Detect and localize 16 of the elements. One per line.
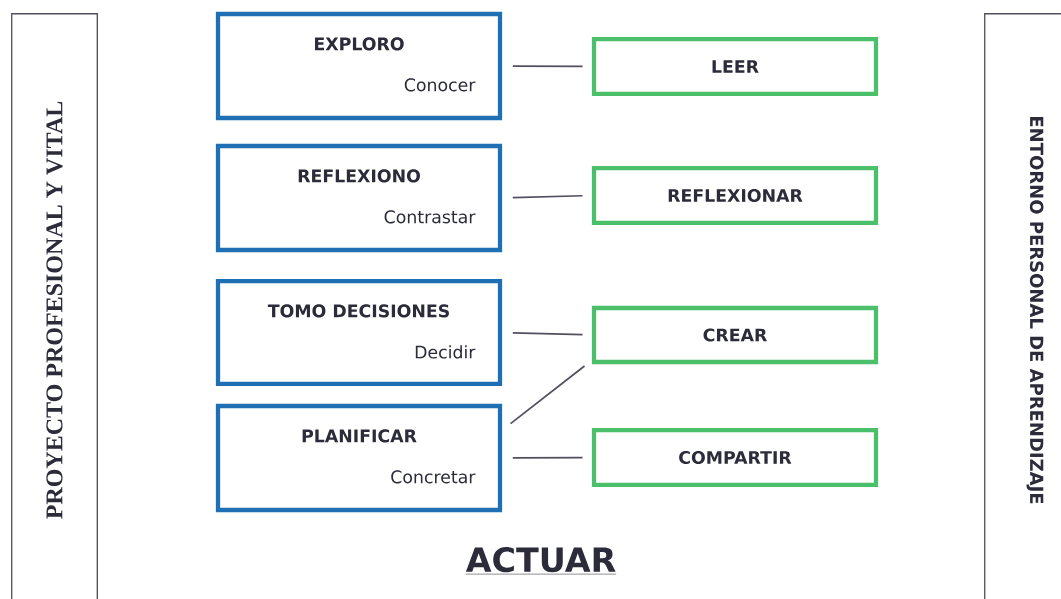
side-panel: ENTORNO PERSONAL DE APRENDIZAJE <box>984 13 1061 599</box>
process-box: TOMO DECISIONES Decidir <box>215 278 503 387</box>
heading: ACTUAR <box>465 547 617 575</box>
activity-box: REFLEXIONAR <box>591 165 879 226</box>
process-box: REFLEXIONO Contrastar <box>215 143 503 253</box>
process-box: EXPLORO Conocer <box>215 11 503 121</box>
connector-line <box>511 194 584 199</box>
side-panel: PROYECTO PROFESIONAL Y VITAL <box>11 13 98 599</box>
connector-line <box>509 365 586 425</box>
activity-box: CREAR <box>591 305 879 365</box>
connector-line <box>511 331 584 336</box>
activity-box: LEER <box>591 36 879 97</box>
connector-line <box>511 456 584 459</box>
process-box: PLANIFICAR Concretar <box>215 403 503 513</box>
activity-box: COMPARTIR <box>591 427 879 488</box>
connector-line <box>511 65 584 68</box>
